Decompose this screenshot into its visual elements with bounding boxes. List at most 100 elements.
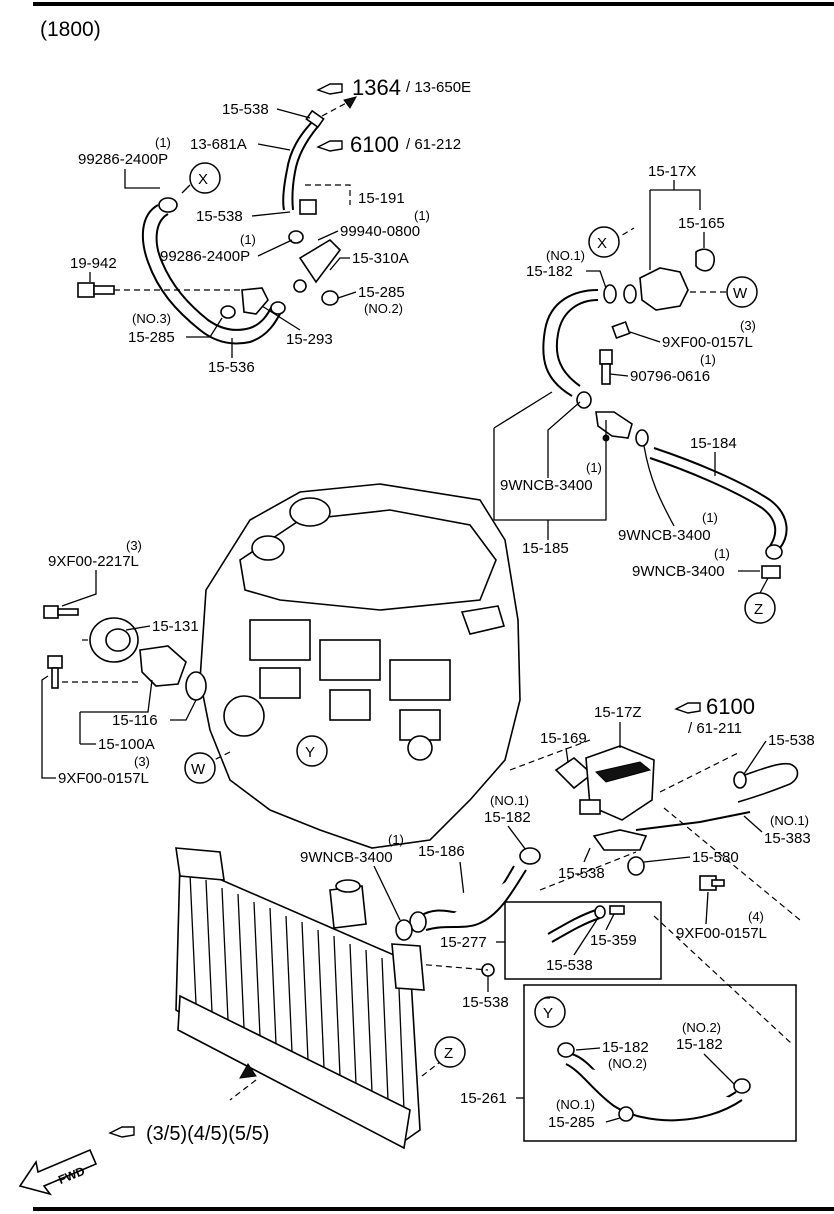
callout-y-letter-engine: Y [305,744,315,761]
label-9wncb-3400-a: 9WNCB-3400 [500,477,593,494]
thermostat-housing-group [539,745,801,921]
qty-15-285-no1: (NO.1) [556,1097,595,1112]
label-15-538-lower: 15-538 [462,994,509,1011]
callout-y-letter-box: Y [543,1005,553,1022]
qty-90796-0616: (1) [700,352,716,367]
label-15-536: 15-536 [208,359,255,376]
box-15-261: Y 15-182 (NO.2) (NO.2) 15-182 15-261 (NO… [460,915,797,1142]
engine-block [199,483,591,849]
ref-6100-211-sub: / 61-211 [688,720,742,737]
qty-9xf00-0157l-top: (3) [740,318,756,333]
ref-6100-211[interactable]: 6100 / 61-211 [674,694,755,737]
hand-pointer-icon [674,702,701,714]
callout-w-engine: W [184,752,216,784]
upper-left-labels: 15-538 13-681A (1) 99286-2400P 15-191 15… [70,101,430,376]
label-15-538-b: 15-538 [196,208,243,225]
upper-left-hose-group [77,96,357,345]
qty-15-182-no1-top: (NO.1) [546,248,585,263]
label-15-538-box: 15-538 [546,957,593,974]
hand-pointer-icon [316,83,343,95]
label-9wncb-3400-c: 9WNCB-3400 [632,563,725,580]
label-90796-0616: 90796-0616 [630,368,710,385]
label-99940-0800: 99940-0800 [340,223,420,240]
label-9xf00-0157l-mid: 9XF00-0157L [676,925,767,942]
ref-1364-sub: / 13-650E [406,79,471,96]
label-15-165: 15-165 [678,215,725,232]
page-ref[interactable]: (3/5)(4/5)(5/5) [108,1123,269,1145]
ref-1364[interactable]: 1364 / 13-650E [316,75,471,100]
label-15-293: 15-293 [286,331,333,348]
callout-z-right: Z [744,577,776,624]
label-15-285-no2: 15-285 [358,284,405,301]
label-15-185: 15-185 [522,540,569,557]
label-15-100a: 15-100A [98,736,155,753]
qty-15-285-no3: (NO.3) [132,311,171,326]
qty-9wncb-3400-c: (1) [714,546,730,561]
qty-9xf00-2217l: (3) [126,538,142,553]
ref-1364-main: 1364 [352,75,401,100]
ref-6100-212-sub: / 61-212 [406,136,461,153]
page-ref-text: (3/5)(4/5)(5/5) [146,1123,269,1145]
water-pump-labels: (3) 9XF00-2217L 15-131 15-116 15-100A (3… [41,538,199,787]
qty-9wncb-3400-a: (1) [586,460,602,475]
callout-x-letter: X [198,171,208,188]
upper-right-hose-group [542,227,788,579]
label-9wncb-3400-mid: 9WNCB-3400 [300,849,393,866]
ref-6100-212-main: 6100 [350,132,399,157]
qty-15-182-no2-b: (NO.2) [682,1020,721,1035]
qty-99286-2400p-b: (1) [240,232,256,247]
callout-x: X [181,162,221,194]
label-15-182-no2-a: 15-182 [602,1039,649,1056]
label-13-681a: 13-681A [190,136,247,153]
qty-15-383: (NO.1) [770,813,809,828]
label-15-359: 15-359 [590,932,637,949]
label-15-131: 15-131 [152,618,199,635]
label-15-116: 15-116 [112,712,158,729]
qty-9xf00-0157l-left: (3) [134,754,150,769]
label-9xf00-2217l: 9XF00-2217L [48,553,139,570]
label-15-182-no2-b: 15-182 [676,1036,723,1053]
label-15-182-no1-top: 15-182 [526,263,573,280]
label-15-383: 15-383 [764,830,811,847]
fwd-arrow-icon: FWD [18,1148,98,1196]
callout-x-right: X [588,226,620,258]
label-15-310a: 15-310A [352,250,409,267]
qty-15-182-no1-mid: (NO.1) [490,793,529,808]
label-15-285-no1: 15-285 [548,1114,595,1131]
qty-15-182-no2-a: (NO.2) [608,1056,647,1071]
callout-w-letter-engine: W [191,761,206,778]
callout-y-engine: Y [296,735,328,767]
label-15-261: 15-261 [460,1090,507,1107]
qty-9wncb-3400-b: (1) [702,510,718,525]
thermostat-housing-labels: 15-17Z 15-169 15-538 (NO.1) 15-182 (NO.1… [300,704,815,942]
label-15-17z: 15-17Z [594,704,642,721]
radiator [175,847,441,1150]
callout-w-right: W [726,276,758,308]
box-15-277: 15-277 15-359 15-538 [440,901,662,980]
ref-6100-212[interactable]: 6100 / 61-212 [316,132,461,157]
label-15-182-no1-mid: 15-182 [484,809,531,826]
radiator-upper-hose [395,847,541,941]
label-15-191: 15-191 [358,190,405,207]
label-15-538-mid: 15-538 [768,732,815,749]
label-19-942: 19-942 [70,255,117,272]
label-15-17x: 15-17X [648,163,696,180]
hand-pointer-icon [108,1126,135,1138]
upper-right-labels: 15-17X 15-165 (NO.1) 15-182 (3) 9XF00-01… [493,163,760,580]
qty-15-285-no2: (NO.2) [364,301,403,316]
label-15-277: 15-277 [440,934,487,951]
qty-9xf00-0157l-mid: (4) [748,909,764,924]
label-9xf00-0157l-top: 9XF00-0157L [662,334,753,351]
callout-z-letter-right: Z [754,601,763,618]
qty-9wncb-3400-mid: (1) [388,832,404,847]
label-15-580: 15-580 [692,849,739,866]
diagram-heading: (1800) [40,18,101,41]
label-99286-2400p-a: 99286-2400P [78,151,168,168]
ref-6100-211-main: 6100 [706,694,755,719]
label-15-538-mid2: 15-538 [558,865,605,882]
callout-z-radiator: Z [434,1036,466,1068]
label-15-184: 15-184 [690,435,737,452]
qty-99940-0800: (1) [414,208,430,223]
hand-pointer-icon [316,140,343,152]
